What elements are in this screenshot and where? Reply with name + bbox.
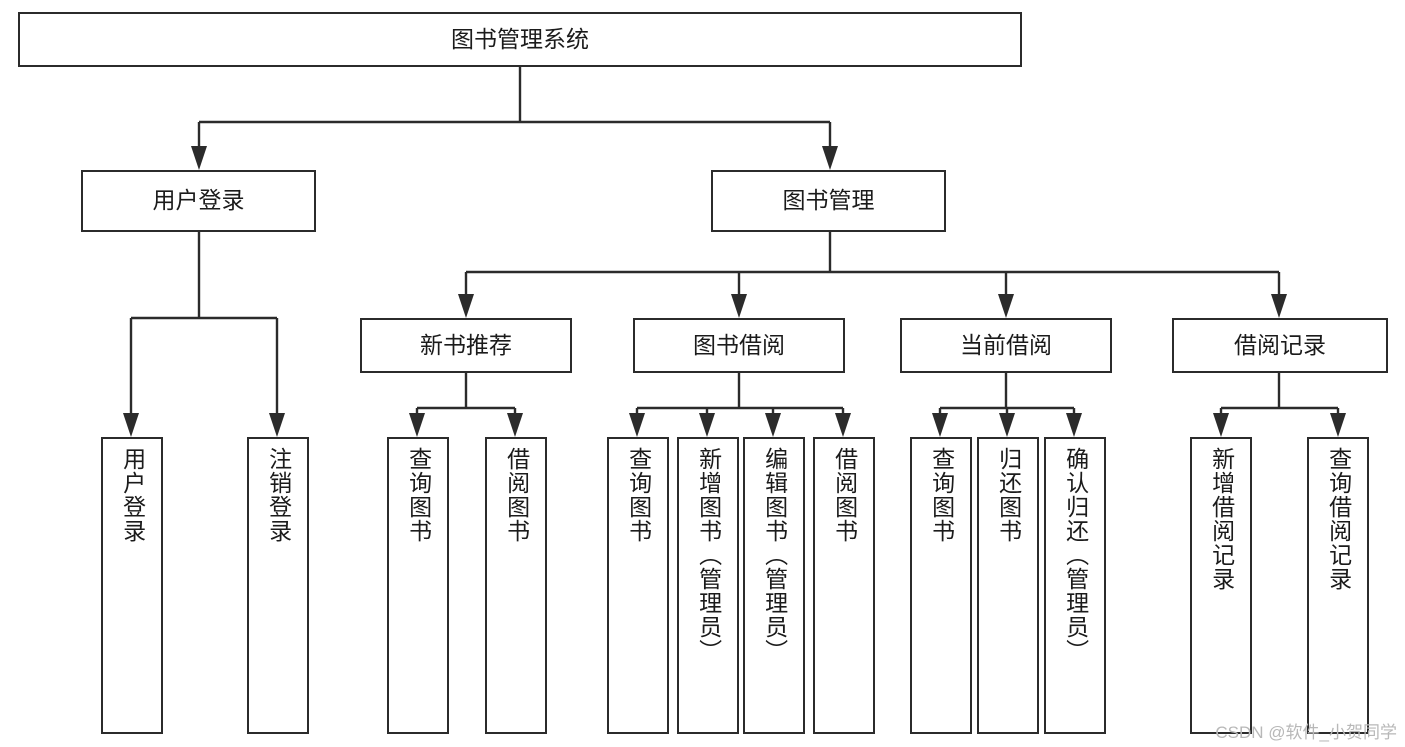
arrowhead-book-borrow [731, 294, 747, 318]
leaf-query-record-label: 查询借阅记录 [1325, 447, 1352, 591]
arrowhead-leaf-query-book-3 [932, 413, 948, 437]
arrowhead-user-login [191, 146, 207, 170]
node-current-borrow[interactable]: 当前借阅 [900, 318, 1112, 373]
arrowhead-leaf-query-book-2 [629, 413, 645, 437]
node-borrow-record-label: 借阅记录 [1234, 331, 1326, 358]
leaf-logout-login-label: 注销登录 [265, 447, 292, 543]
arrowhead-book-manage [822, 146, 838, 170]
leaf-query-book-3[interactable]: 查询图书 [910, 437, 972, 734]
arrowhead-leaf-edit-book [765, 413, 781, 437]
node-root[interactable]: 图书管理系统 [18, 12, 1022, 67]
leaf-query-record[interactable]: 查询借阅记录 [1307, 437, 1369, 734]
leaf-return-book[interactable]: 归还图书 [977, 437, 1039, 734]
arrowhead-leaf-logout-login [269, 413, 285, 437]
node-current-borrow-label: 当前借阅 [960, 331, 1052, 358]
arrowhead-leaf-return-book [999, 413, 1015, 437]
node-root-label: 图书管理系统 [451, 25, 589, 52]
node-book-borrow-label: 图书借阅 [693, 331, 785, 358]
node-book-borrow[interactable]: 图书借阅 [633, 318, 845, 373]
arrowhead-leaf-borrow-book-1 [507, 413, 523, 437]
arrowhead-current-borrow [998, 294, 1014, 318]
leaf-query-book-2-label: 查询图书 [625, 447, 652, 543]
arrowhead-leaf-borrow-book-2 [835, 413, 851, 437]
arrowhead-leaf-query-book-1 [409, 413, 425, 437]
arrowhead-leaf-add-book [699, 413, 715, 437]
arrowhead-leaf-confirm-return [1066, 413, 1082, 437]
leaf-borrow-book-1[interactable]: 借阅图书 [485, 437, 547, 734]
leaf-add-book-label: 新增图书（管理员） [695, 447, 722, 663]
arrowhead-leaf-add-record [1213, 413, 1229, 437]
node-user-login[interactable]: 用户登录 [81, 170, 316, 232]
leaf-user-login-label: 用户登录 [119, 447, 146, 543]
node-user-login-label: 用户登录 [152, 187, 245, 214]
leaf-add-book[interactable]: 新增图书（管理员） [677, 437, 739, 734]
arrowhead-borrow-record [1271, 294, 1287, 318]
csdn-watermark: CSDN @软件_小贺同学 [1215, 723, 1397, 742]
leaf-logout-login[interactable]: 注销登录 [247, 437, 309, 734]
leaf-add-record[interactable]: 新增借阅记录 [1190, 437, 1252, 734]
leaf-return-book-label: 归还图书 [995, 447, 1022, 543]
arrowhead-new-book-recommend [458, 294, 474, 318]
arrowhead-leaf-query-record [1330, 413, 1346, 437]
leaf-confirm-return[interactable]: 确认归还（管理员） [1044, 437, 1106, 734]
leaf-edit-book[interactable]: 编辑图书（管理员） [743, 437, 805, 734]
node-book-manage-label: 图书管理 [782, 187, 875, 214]
node-new-book-recommend[interactable]: 新书推荐 [360, 318, 572, 373]
node-new-book-recommend-label: 新书推荐 [420, 331, 512, 358]
leaf-edit-book-label: 编辑图书（管理员） [761, 447, 788, 663]
leaf-query-book-1-label: 查询图书 [405, 447, 432, 543]
leaf-user-login[interactable]: 用户登录 [101, 437, 163, 734]
leaf-borrow-book-2-label: 借阅图书 [831, 447, 858, 543]
leaf-confirm-return-label: 确认归还（管理员） [1062, 447, 1089, 663]
leaf-borrow-book-1-label: 借阅图书 [503, 447, 530, 543]
arrowhead-leaf-user-login [123, 413, 139, 437]
leaf-borrow-book-2[interactable]: 借阅图书 [813, 437, 875, 734]
node-book-manage[interactable]: 图书管理 [711, 170, 946, 232]
leaf-add-record-label: 新增借阅记录 [1208, 447, 1235, 591]
leaf-query-book-3-label: 查询图书 [928, 447, 955, 543]
node-borrow-record[interactable]: 借阅记录 [1172, 318, 1388, 373]
leaf-query-book-2[interactable]: 查询图书 [607, 437, 669, 734]
leaf-query-book-1[interactable]: 查询图书 [387, 437, 449, 734]
